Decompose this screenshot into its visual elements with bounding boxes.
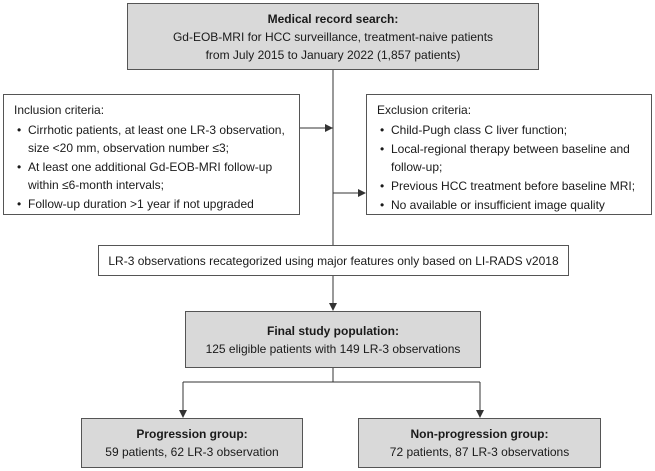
inclusion-item-line: Cirrhotic patients, at least one LR-3 ob… — [28, 123, 285, 137]
search-box: Medical record search: Gd-EOB-MRI for HC… — [127, 3, 539, 70]
exclusion-item-line: Previous HCC treatment before baseline M… — [391, 179, 636, 193]
exclusion-heading: Exclusion criteria: — [377, 103, 472, 117]
inclusion-item-line: size <20 mm, observation number ≤3; — [28, 141, 230, 155]
exclusion-item-line: Local-regional therapy between baseline … — [391, 142, 630, 156]
inclusion-item-line: Follow-up duration >1 year if not upgrad… — [28, 197, 254, 211]
exclusion-item-line: No available or insufficient image quali… — [391, 198, 605, 212]
population-line: 125 eligible patients with 149 LR-3 obse… — [205, 341, 461, 356]
nonprogression-box: Non-progression group: 72 patients, 87 L… — [358, 418, 601, 468]
nonprogression-line: 72 patients, 87 LR-3 observations — [389, 445, 570, 459]
exclusion-box: Exclusion criteria: Child-Pugh class C l… — [366, 94, 652, 215]
search-line-2: from July 2015 to January 2022 (1,857 pa… — [205, 47, 461, 62]
exclusion-item: No available or insufficient image quali… — [377, 196, 643, 214]
inclusion-item-line: within ≤6-month intervals; — [28, 178, 164, 192]
inclusion-box: Inclusion criteria: Cirrhotic patients, … — [3, 94, 300, 215]
inclusion-list: Cirrhotic patients, at least one LR-3 ob… — [14, 121, 291, 213]
inclusion-heading: Inclusion criteria: — [14, 103, 105, 117]
search-title: Medical record search: — [267, 11, 399, 26]
exclusion-item: Child-Pugh class C liver function; — [377, 121, 643, 139]
search-line-1: Gd-EOB-MRI for HCC surveillance, treatme… — [172, 29, 494, 44]
population-box: Final study population: 125 eligible pat… — [185, 311, 481, 368]
exclusion-item: Local-regional therapy between baseline … — [377, 140, 643, 176]
inclusion-item: Follow-up duration >1 year if not upgrad… — [14, 195, 291, 213]
exclusion-item-line: follow-up; — [391, 160, 443, 174]
recategorize-box: LR-3 observations recategorized using ma… — [98, 245, 569, 276]
nonprogression-title: Non-progression group: — [410, 427, 549, 441]
exclusion-item: Previous HCC treatment before baseline M… — [377, 177, 643, 195]
progression-title: Progression group: — [136, 427, 248, 441]
exclusion-list: Child-Pugh class C liver function; Local… — [377, 121, 643, 214]
population-title: Final study population: — [267, 323, 399, 338]
recategorize-text: LR-3 observations recategorized using ma… — [108, 253, 559, 268]
inclusion-item-line: At least one additional Gd-EOB-MRI follo… — [28, 160, 273, 174]
progression-box: Progression group: 59 patients, 62 LR-3 … — [81, 418, 303, 468]
exclusion-item-line: Child-Pugh class C liver function; — [391, 123, 568, 137]
progression-line: 59 patients, 62 LR-3 observation — [105, 445, 279, 459]
inclusion-item: Cirrhotic patients, at least one LR-3 ob… — [14, 121, 291, 157]
inclusion-item: At least one additional Gd-EOB-MRI follo… — [14, 158, 291, 194]
